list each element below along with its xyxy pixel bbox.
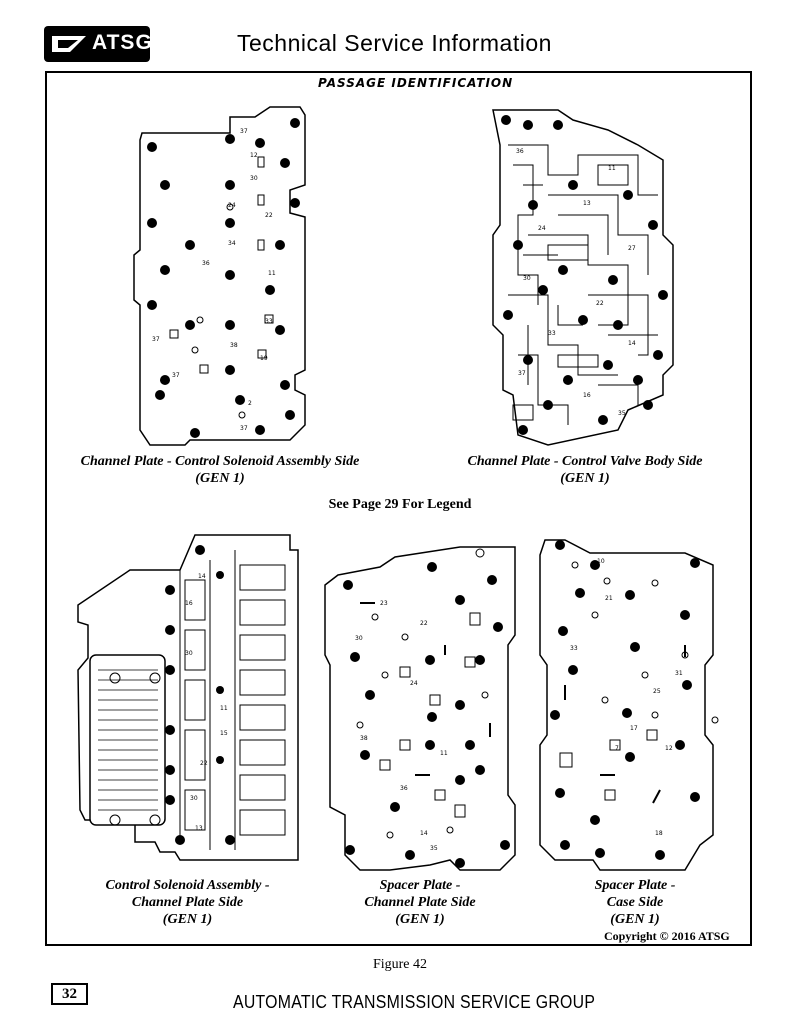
- svg-text:30: 30: [355, 635, 363, 642]
- footer-title: AUTOMATIC TRANSMISSION SERVICE GROUP: [233, 992, 596, 1012]
- svg-text:2: 2: [248, 400, 252, 407]
- solenoid-assembly-caption: Control Solenoid Assembly - Channel Plat…: [70, 877, 305, 928]
- svg-text:24: 24: [538, 225, 546, 232]
- svg-text:37: 37: [172, 372, 180, 379]
- figure-frame: [45, 71, 752, 946]
- svg-text:19: 19: [260, 355, 268, 362]
- caption-line: (GEN 1): [195, 471, 245, 486]
- svg-text:16: 16: [583, 392, 591, 399]
- svg-text:30: 30: [250, 175, 258, 182]
- svg-text:11: 11: [440, 750, 448, 757]
- svg-text:17: 17: [630, 725, 638, 732]
- spacer-plate-case-side-drawing: 10 21 33 31 25 17 7 12 18: [539, 539, 719, 871]
- svg-text:11: 11: [268, 270, 276, 277]
- svg-text:31: 31: [675, 670, 683, 677]
- svg-text:18: 18: [655, 830, 663, 837]
- svg-text:22: 22: [596, 300, 604, 307]
- svg-text:15: 15: [220, 730, 228, 737]
- svg-text:37: 37: [518, 370, 526, 377]
- svg-text:16: 16: [185, 600, 193, 607]
- svg-text:38: 38: [360, 735, 368, 742]
- caption-line: (GEN 1): [395, 912, 445, 927]
- svg-text:22: 22: [200, 760, 208, 767]
- svg-text:23: 23: [380, 600, 388, 607]
- svg-text:25: 25: [653, 688, 661, 695]
- caption-line: (GEN 1): [560, 471, 610, 486]
- svg-text:34: 34: [228, 240, 236, 247]
- svg-text:21: 21: [605, 595, 613, 602]
- svg-text:36: 36: [516, 148, 524, 155]
- svg-text:37: 37: [152, 336, 160, 343]
- caption-line: (GEN 1): [610, 912, 660, 927]
- svg-text:14: 14: [198, 573, 206, 580]
- caption-line: Spacer Plate -: [594, 878, 676, 893]
- svg-text:33: 33: [265, 318, 273, 325]
- atsg-logo: ATSG: [44, 26, 153, 62]
- svg-text:36: 36: [400, 785, 408, 792]
- svg-text:24: 24: [228, 202, 236, 209]
- control-solenoid-assembly-drawing: 14 16 30 11 15 22 30 13: [77, 534, 299, 861]
- spacer-plate-channel-side-drawing: 23 22 30 24 38 11 36 14 35: [324, 546, 516, 871]
- caption-line: Channel Plate Side: [364, 895, 476, 910]
- svg-text:35: 35: [618, 410, 626, 417]
- page-number: 32: [51, 983, 88, 1005]
- svg-text:33: 33: [548, 330, 556, 337]
- spacer-case-caption: Spacer Plate - Case Side (GEN 1): [560, 877, 710, 928]
- svg-text:11: 11: [608, 165, 616, 172]
- svg-text:13: 13: [583, 200, 591, 207]
- svg-text:33: 33: [570, 645, 578, 652]
- svg-text:30: 30: [190, 795, 198, 802]
- page-title: Technical Service Information: [237, 30, 552, 56]
- logo-emblem-icon: [52, 36, 86, 52]
- svg-text:36: 36: [202, 260, 210, 267]
- caption-line: Control Solenoid Assembly -: [105, 878, 270, 893]
- svg-text:22: 22: [265, 212, 273, 219]
- valve-body-side-caption: Channel Plate - Control Valve Body Side …: [430, 453, 740, 487]
- figure-label: Figure 42: [372, 957, 428, 972]
- svg-text:12: 12: [665, 745, 673, 752]
- svg-text:10: 10: [597, 558, 605, 565]
- caption-line: Channel Plate Side: [131, 895, 244, 910]
- caption-line: (GEN 1): [162, 912, 213, 927]
- logo-text: ATSG: [92, 31, 153, 54]
- svg-text:35: 35: [430, 845, 438, 852]
- page-header: ATSG Technical Service Information: [0, 0, 800, 70]
- spacer-channel-caption: Spacer Plate - Channel Plate Side (GEN 1…: [335, 877, 505, 928]
- svg-text:37: 37: [240, 128, 248, 135]
- caption-line: Spacer Plate -: [379, 878, 461, 893]
- svg-text:13: 13: [195, 825, 203, 832]
- svg-text:38: 38: [230, 342, 238, 349]
- caption-line: Channel Plate - Control Solenoid Assembl…: [80, 454, 360, 469]
- section-title: PASSAGE IDENTIFICATION: [318, 76, 514, 90]
- svg-text:14: 14: [628, 340, 636, 347]
- solenoid-side-caption: Channel Plate - Control Solenoid Assembl…: [50, 453, 390, 487]
- copyright: Copyright © 2016 ATSG: [604, 929, 730, 943]
- caption-line: Case Side: [606, 895, 664, 910]
- svg-text:22: 22: [420, 620, 428, 627]
- legend-note: See Page 29 For Legend: [328, 497, 472, 512]
- svg-text:12: 12: [250, 152, 258, 159]
- svg-text:11: 11: [220, 705, 228, 712]
- svg-text:24: 24: [410, 680, 418, 687]
- svg-text:30: 30: [523, 275, 531, 282]
- svg-text:14: 14: [420, 830, 428, 837]
- svg-text:27: 27: [628, 245, 636, 252]
- caption-line: Channel Plate - Control Valve Body Side: [467, 454, 703, 469]
- valve-body-side-channel-plate-drawing: 36 11 13 24 27 30 22 33 14 37 16 35: [492, 109, 674, 446]
- svg-text:37: 37: [240, 425, 248, 432]
- svg-text:30: 30: [185, 650, 193, 657]
- solenoid-side-channel-plate-drawing: 37 12 30 24 22 34 36 11 33 37 38 19 37 2 37: [133, 106, 306, 446]
- svg-text:7: 7: [615, 745, 619, 752]
